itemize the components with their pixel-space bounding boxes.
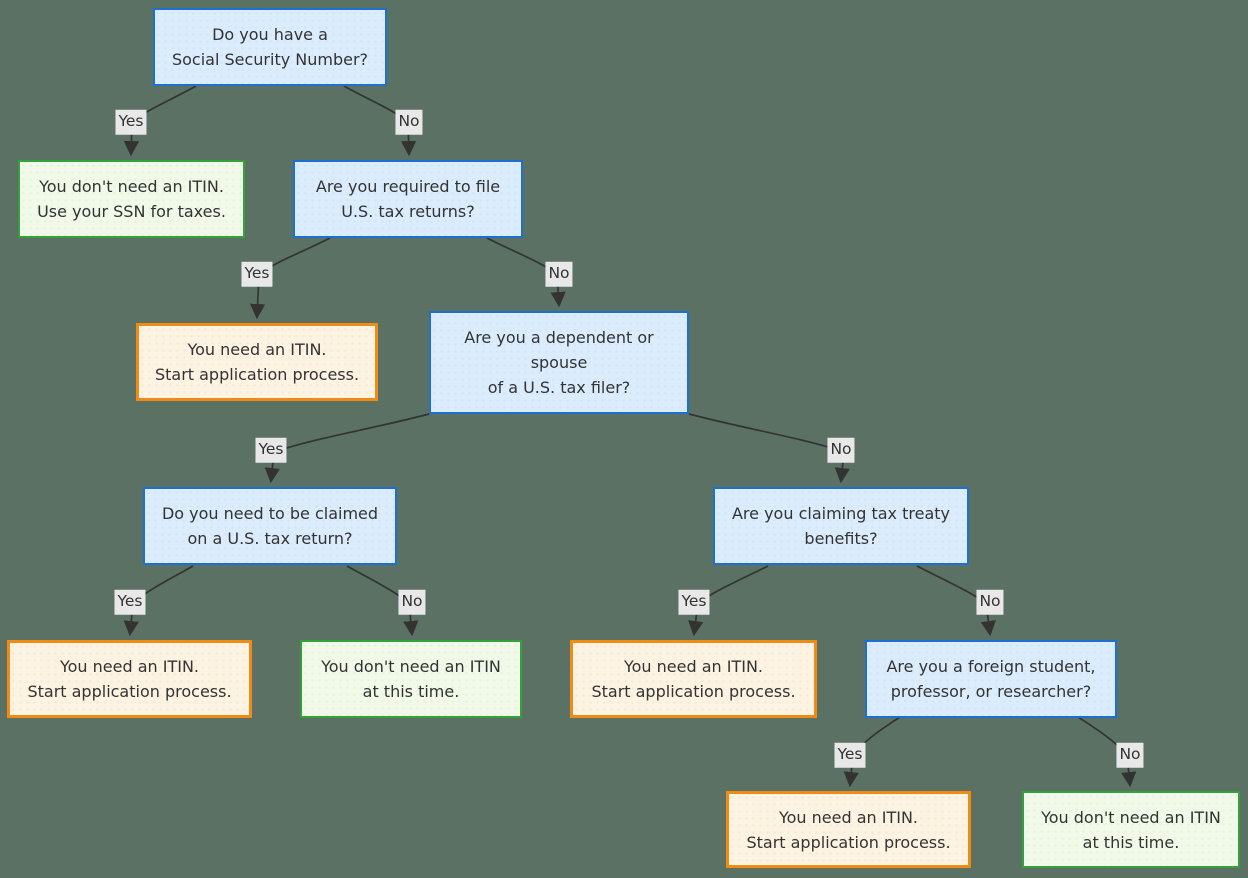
node-text: You need an ITIN.Start application proce…	[591, 657, 796, 701]
edge-label-yes: Yes	[114, 589, 146, 615]
node-outcome-need-itin-4: You need an ITIN.Start application proce…	[726, 791, 971, 868]
edge-label-no: No	[1116, 742, 1144, 768]
edge-label-no: No	[545, 261, 573, 287]
node-text: You need an ITIN.Start application proce…	[154, 340, 360, 384]
node-outcome-need-itin-2: You need an ITIN.Start application proce…	[7, 640, 252, 718]
edge-label-no: No	[398, 589, 426, 615]
edge-q3-yes-q4	[264, 413, 430, 484]
node-text: You need an ITIN.Start application proce…	[746, 807, 951, 852]
edge-label-no: No	[827, 437, 855, 463]
edge-label-no: No	[395, 109, 423, 135]
edge-label-yes: Yes	[255, 437, 287, 463]
edge-label-no: No	[976, 589, 1004, 615]
node-text: You need an ITIN.Start application proce…	[27, 657, 232, 701]
node-question-foreign-student: Are you a foreign student,professor, or …	[865, 640, 1117, 718]
node-text: You don't need an ITIN.Use your SSN for …	[37, 177, 226, 221]
node-outcome-need-itin-1: You need an ITIN.Start application proce…	[136, 323, 378, 401]
edge-label-yes: Yes	[241, 261, 273, 287]
node-text: Are you a foreign student,professor, or …	[886, 657, 1096, 701]
edge-q3-no-q5	[688, 413, 850, 484]
edge-label-yes: Yes	[834, 742, 866, 768]
node-outcome-no-itin-use-ssn: You don't need an ITIN.Use your SSN for …	[18, 160, 245, 238]
node-outcome-need-itin-3: You need an ITIN.Start application proce…	[570, 640, 817, 718]
edge-label-yes: Yes	[115, 109, 147, 135]
edge-label-yes: Yes	[678, 589, 710, 615]
